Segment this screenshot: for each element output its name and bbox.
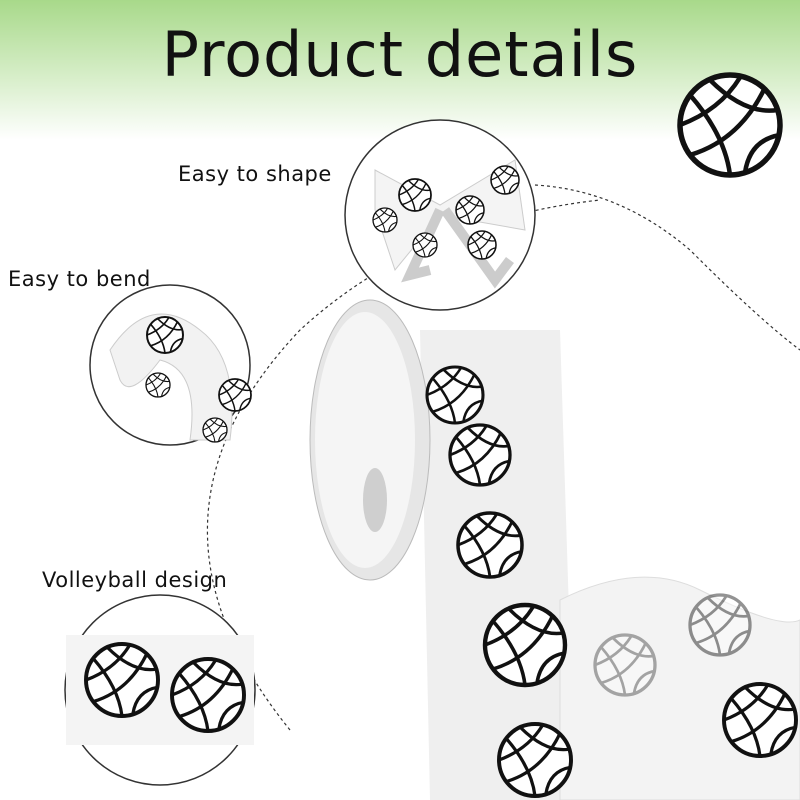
feature-circle-bend [89, 284, 252, 446]
feature-label-bend: Easy to bend [8, 267, 151, 291]
feature-circle-shape [344, 119, 536, 311]
dashed-arc-upper [534, 184, 800, 351]
dashed-arc [206, 199, 601, 731]
header-banner [0, 0, 800, 140]
feature-label-shape: Easy to shape [178, 162, 332, 186]
feature-label-design: Volleyball design [42, 568, 228, 592]
volleyball-icon [680, 75, 780, 175]
feature-circle-design [64, 594, 256, 786]
ribbon-spool [309, 299, 800, 800]
page-title: Product details [161, 18, 639, 91]
